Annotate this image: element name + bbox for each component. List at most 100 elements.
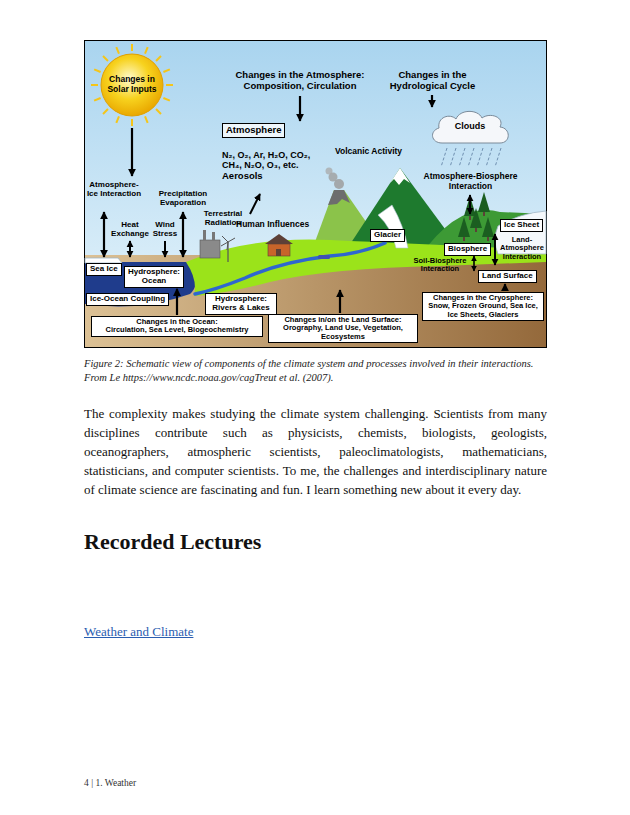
sun-ray [94, 98, 100, 101]
chimney [212, 232, 215, 240]
process-box: Ice-Ocean Coupling [86, 293, 169, 306]
node-text: Sea Ice [90, 265, 118, 274]
sun-ray [163, 98, 169, 101]
process-arrow [250, 194, 260, 214]
house-roof [265, 234, 293, 244]
process-arrow [299, 96, 301, 121]
rain [450, 148, 456, 167]
factory [200, 240, 220, 258]
sun-ray [156, 109, 161, 114]
house [268, 244, 290, 256]
process-arrow [431, 95, 433, 107]
change-box: Changes in the Ocean:Circulation, Sea Le… [91, 316, 263, 337]
process-label: Changes in the Hydrological Cycle [380, 70, 485, 91]
rain [477, 148, 483, 167]
part-box: Hydrosphere: Rivers & Lakes [205, 293, 277, 315]
node-text: Orography, Land Use, Vegetation, Ecosyst… [272, 324, 414, 341]
part-box: Biosphere [444, 243, 491, 256]
process-label: Human Influences [236, 220, 309, 230]
windmill [221, 236, 235, 250]
change-arrow [176, 289, 178, 315]
part-box: Land Surface [478, 270, 537, 283]
sun-ray [156, 56, 161, 61]
lecture-link: Weather and Climate [84, 623, 193, 640]
node-text: Land Surface [482, 272, 533, 281]
part-box: Sea Ice [86, 263, 122, 276]
process-arrow [469, 195, 471, 214]
process-arrow [129, 241, 131, 257]
process-label: Precipitation Evaporation [155, 190, 211, 208]
node-text: Changes in the Ocean: [95, 318, 259, 326]
node-text: Biosphere [448, 245, 487, 254]
node-text: Hydrosphere: Rivers & Lakes [209, 295, 273, 313]
process-arrow [182, 212, 184, 257]
sun-ray [91, 84, 98, 86]
process-arrow [494, 234, 496, 265]
sun-ray [94, 69, 100, 72]
body-paragraph: The complexity makes studying the climat… [84, 404, 547, 499]
process-arrow [339, 290, 341, 313]
sun-ray [145, 116, 148, 122]
rain [495, 148, 501, 167]
node-text: Changes in/on the Land Surface: [272, 316, 414, 324]
tree [482, 217, 494, 241]
tree [464, 196, 476, 220]
process-arrow [473, 256, 475, 271]
cloud-node: Clouds [428, 108, 512, 144]
process-label: Atmosphere-Ice Interaction [86, 181, 142, 199]
rain [486, 148, 492, 167]
process-arrow [164, 241, 166, 257]
change-box: Changes in/on the Land Surface:Orography… [268, 314, 418, 343]
node-text: Ice Sheet [504, 221, 539, 230]
process-arrow [131, 128, 133, 176]
part-box: Ice Sheet [500, 219, 543, 232]
node-text: Glacier [374, 231, 401, 240]
rain [459, 148, 465, 167]
river [195, 243, 385, 294]
text-column: The complexity makes studying the climat… [84, 404, 547, 640]
sun-ray [166, 84, 173, 86]
section-heading: Recorded Lectures [84, 529, 547, 555]
change-arrow [504, 284, 506, 291]
car [318, 255, 330, 259]
tree [458, 217, 470, 241]
house-door [276, 249, 281, 256]
volcano-plume [326, 168, 333, 175]
change-box: Changes in the Cryosphere:Snow, Frozen G… [422, 292, 544, 321]
process-label: Land-Atmosphere Interaction [499, 236, 545, 261]
chimney [203, 230, 206, 240]
process-label: Changes in the Atmosphere: Composition, … [220, 70, 380, 91]
part-box: Hydrosphere: Ocean [124, 266, 184, 288]
process-label: Atmosphere-Biosphere Interaction [418, 172, 523, 191]
sun-ray [131, 119, 133, 126]
page-footer: 4 | 1. Weather [84, 777, 136, 789]
part-box: Glacier [370, 229, 405, 242]
process-label: Soil-Biosphere Interaction [410, 257, 470, 274]
sun-ray [116, 47, 119, 53]
process-arrow [103, 212, 105, 257]
rain [468, 148, 474, 167]
figure-frame [85, 41, 547, 348]
sun-ray [103, 56, 108, 61]
rain [441, 148, 447, 167]
sun-ray [116, 116, 119, 122]
volcano-cap [328, 190, 350, 205]
node-text: Hydrosphere: Ocean [128, 268, 180, 286]
region-box: Atmosphere [222, 123, 285, 138]
gas-list: Aerosols [222, 171, 263, 182]
process-label: Volcanic Activity [335, 147, 402, 157]
node-text: Clouds [455, 121, 486, 131]
sun-ray [103, 109, 108, 114]
process-label: Heat Exchange [110, 221, 150, 239]
figure-caption: Figure 2: Schematic view of components o… [84, 357, 547, 385]
node-text: Circulation, Sea Level, Biogeochemistry [95, 326, 259, 334]
process-label: Wind Stress [151, 221, 179, 239]
ocean [85, 262, 197, 306]
snow-cap [390, 168, 410, 185]
node-text: Atmosphere [226, 125, 281, 136]
sun-ray [163, 69, 169, 72]
tree [478, 192, 490, 216]
node-text: Changes in Solar Inputs [105, 75, 159, 94]
node-text: Ice-Ocean Coupling [90, 295, 165, 304]
node-text: Changes in the Cryosphere: [426, 294, 540, 302]
